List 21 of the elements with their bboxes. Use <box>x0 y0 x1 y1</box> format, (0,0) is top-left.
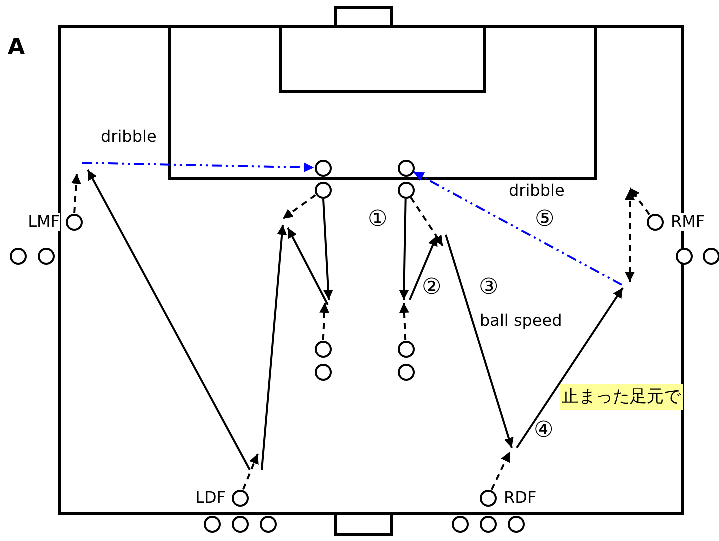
panel-letter: A <box>8 36 26 60</box>
arrow <box>282 194 316 220</box>
arrow <box>71 174 82 214</box>
arrow <box>320 302 330 340</box>
arrow <box>242 454 259 490</box>
step-number: ⑤ <box>535 208 555 232</box>
arrow <box>322 198 334 300</box>
arrow <box>490 452 511 490</box>
arrow <box>82 162 314 173</box>
arrow <box>410 196 444 247</box>
step-number: ② <box>422 276 442 300</box>
arrow <box>413 171 622 286</box>
step-number: ③ <box>479 276 499 300</box>
position-label: RMF <box>671 213 706 231</box>
step-number: ④ <box>534 419 554 443</box>
note-text: ball speed <box>480 312 562 330</box>
arrow <box>399 198 410 300</box>
arrow <box>399 302 410 340</box>
position-label: LMF <box>28 213 60 231</box>
arrow <box>629 187 650 216</box>
note-label: 止まった足元で <box>560 384 683 410</box>
